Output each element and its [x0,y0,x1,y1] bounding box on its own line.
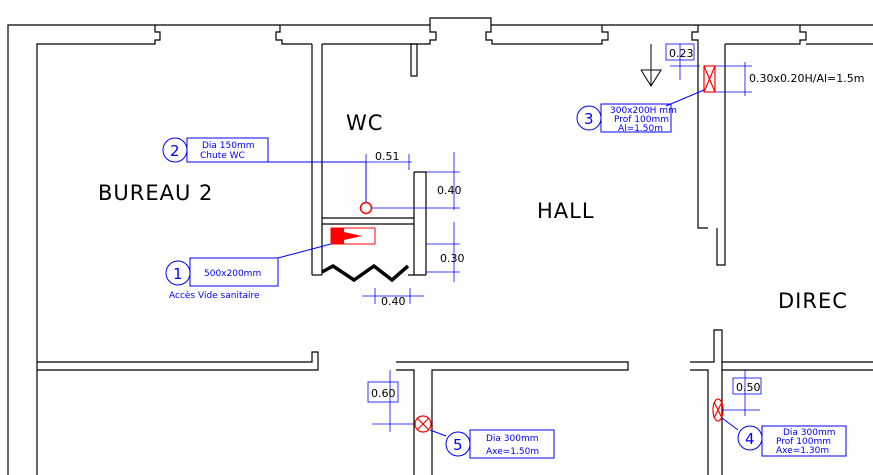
mid-wall-3 [690,369,709,475]
callout-3-line1: 300x200H mm [610,106,677,116]
dim-023: 0.23 [665,43,700,80]
dim-030: 0.30 [426,222,465,282]
dim-040b-text: 0.40 [381,295,406,308]
opening-1 [330,227,376,245]
walls [7,17,873,475]
callout-4-line2: Prof 100mm [776,437,831,447]
right-wall-top [697,44,708,229]
callout-1: 1 500x200mm Accès Vide sanitaire [165,243,332,301]
wall-top-right-inner [691,25,699,44]
mid-wall [37,351,319,371]
dim-060-text: 0.60 [371,387,396,400]
top-wall-outer [7,24,161,475]
room-label-direct: DIREC [778,289,848,313]
callout-5: 5 Dia 300mm Axe=1.50m [429,429,555,459]
callout-5-line2: Axe=1.50m [486,447,539,457]
dim-023-text: 0.23 [669,47,694,60]
callout-3-line3: Al=1.50m [618,124,663,134]
wall-top-inner [322,25,437,45]
callout-4-line3: Axe=1.30m [776,446,829,456]
callout-4: 4 Dia 300mm Prof 100mm Axe=1.30m [721,417,847,457]
mid-wall-3b [690,329,723,475]
wc-wall-right-outer [414,171,427,275]
callout-4-number: 4 [745,430,755,448]
right-wall-top-r [716,44,726,266]
dim-051: 0.51 [346,150,412,170]
dim-050: 0.50 [722,370,762,416]
dim-040a: 0.40 [372,152,462,210]
dim-030-text: 0.30 [440,252,465,265]
pipe-chute-icon [359,201,373,215]
callout-3-line2: Prof 100mm [614,115,669,125]
callout-1-line2: Accès Vide sanitaire [169,290,260,301]
dim-051-text: 0.51 [375,150,400,163]
opening-3 [703,65,716,93]
wall-stub-top [410,43,418,77]
callout-2-number: 2 [170,142,180,160]
zigzag-lintel [321,263,410,283]
callout-2-line2: Chute WC [200,151,245,161]
callout-5-line1: Dia 300mm [486,434,539,444]
mid-wall-2b [396,361,629,475]
room-label-bureau: BUREAU 2 [98,181,213,205]
callout-3: 3 300x200H mm Prof 100mm Al=1.50m [576,89,705,134]
dim-040b: 0.40 [362,288,424,308]
opening-5 [414,415,432,433]
wall-top-right-inner2 [725,25,807,45]
dim-030x020-text: 0.30x0.20H/Al=1.5m [749,72,864,85]
callout-5-number: 5 [453,436,463,454]
callout-1-number: 1 [173,265,183,283]
room-label-hall: HALL [537,199,595,223]
room-label-wc: WC [346,111,383,135]
callout-4-line1: Dia 300mm [783,428,836,438]
mid-wall-2 [396,369,415,475]
dim-030x020: 0.30x0.20H/Al=1.5m [715,62,864,96]
dim-040a-text: 0.40 [437,184,462,197]
window-2 [485,25,609,45]
dim-050-text: 0.50 [736,381,761,394]
window-1 [275,25,312,45]
callout-3-number: 3 [584,110,594,128]
down-arrow-icon [640,44,662,87]
dim-060: 0.60 [367,370,414,432]
callout-1-line1: 500x200mm [204,269,261,279]
wall-top-seg [280,17,610,26]
callout-2-line1: Dia 150mm [202,141,255,151]
